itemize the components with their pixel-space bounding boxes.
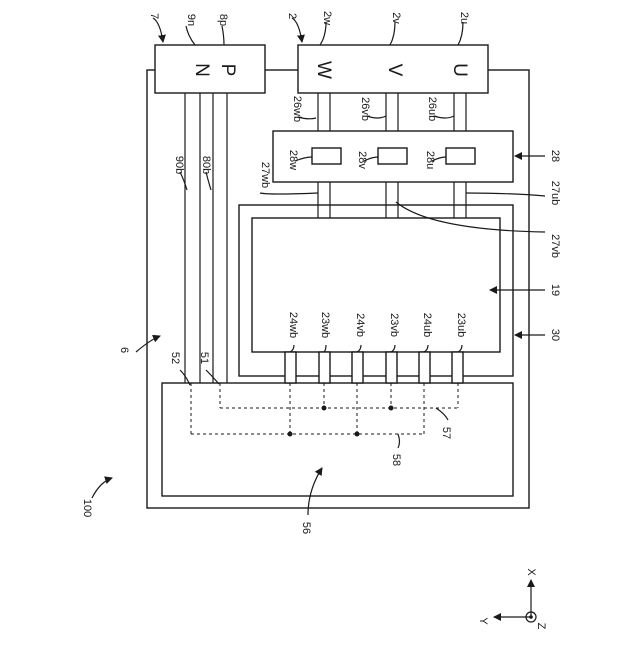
frame-30 <box>239 205 513 376</box>
module-56 <box>162 383 513 496</box>
label-2w: 2w <box>321 11 333 25</box>
terminal-letter-u: U <box>449 63 470 77</box>
label-23vb: 23vb <box>388 313 400 337</box>
label-30: 30 <box>549 329 561 341</box>
label-23wb: 23wb <box>319 312 331 338</box>
terminal-23ub <box>452 352 463 383</box>
label-51: 51 <box>198 352 210 364</box>
label-26wb: 26wb <box>291 96 303 122</box>
axis-indicator <box>494 580 536 622</box>
label-27wb: 27wb <box>259 162 271 188</box>
sensor-block-28 <box>273 131 513 182</box>
label-7: 7 <box>148 13 160 19</box>
label-24wb: 24wb <box>287 312 299 338</box>
label-6: 6 <box>118 347 130 353</box>
label-28u: 28u <box>424 151 436 169</box>
label-26vb: 26vb <box>359 97 371 121</box>
label-24ub: 24ub <box>421 313 433 337</box>
label-28w: 28w <box>287 150 299 170</box>
label-57: 57 <box>440 427 452 439</box>
label-9n: 9n <box>185 14 197 26</box>
label-23ub: 23ub <box>455 313 467 337</box>
label-90b: 90b <box>173 156 185 174</box>
label-56: 56 <box>300 522 312 534</box>
label-2: 2 <box>286 13 298 19</box>
label-80b: 80b <box>200 156 212 174</box>
terminal-letter-w: W <box>313 61 334 79</box>
label-52: 52 <box>169 352 181 364</box>
dashed-circuit <box>191 383 458 437</box>
terminal-letter-p: P <box>217 64 238 77</box>
label-28v: 28v <box>356 151 368 169</box>
label-58: 58 <box>390 454 402 466</box>
label-27ub: 27ub <box>549 181 561 205</box>
label-2u: 2u <box>458 12 470 24</box>
terminal-24wb <box>285 352 296 383</box>
label-24vb: 24vb <box>354 313 366 337</box>
label-8p: 8p <box>217 14 229 26</box>
label-19: 19 <box>549 284 561 296</box>
axis-label-z: Z <box>535 623 547 630</box>
label-27vb: 27vb <box>549 234 561 258</box>
terminal-24vb <box>352 352 363 383</box>
label-2v: 2v <box>390 12 402 24</box>
label-26ub: 26ub <box>426 97 438 121</box>
terminal-24ub <box>419 352 430 383</box>
label-28: 28 <box>549 150 561 162</box>
axis-label-y: Y <box>477 617 489 625</box>
terminal-23vb <box>386 352 397 383</box>
terminal-letter-n: N <box>191 63 212 77</box>
terminal-letter-v: V <box>384 64 405 77</box>
axis-label-x: X <box>525 568 537 576</box>
label-100: 100 <box>81 499 93 517</box>
terminal-23wb <box>319 352 330 383</box>
